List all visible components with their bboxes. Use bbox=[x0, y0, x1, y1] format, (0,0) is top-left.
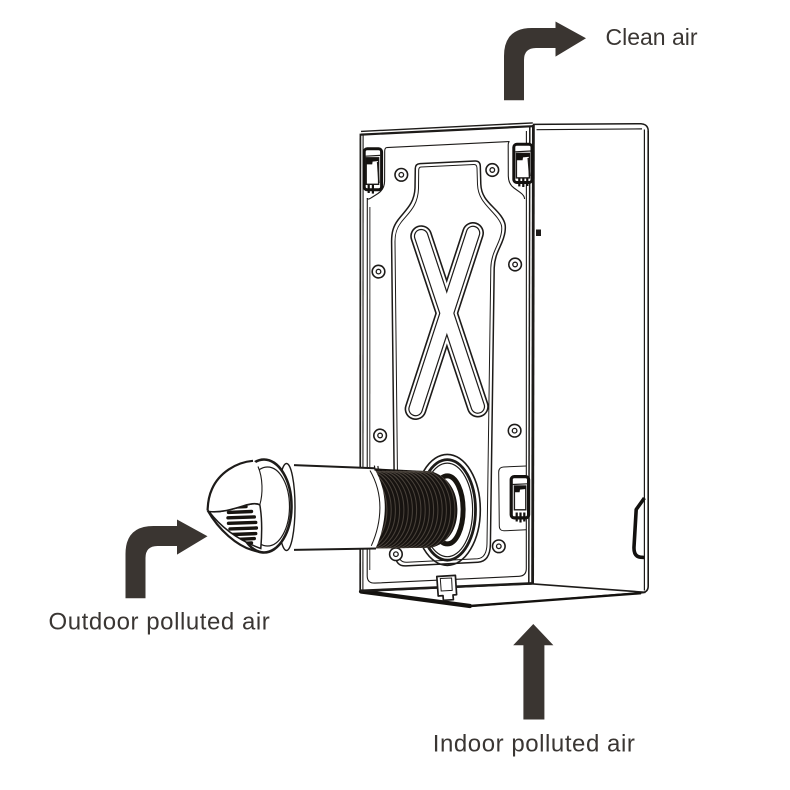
svg-text:Outdoor polluted air: Outdoor polluted air bbox=[49, 609, 271, 636]
svg-text:Clean air: Clean air bbox=[606, 24, 698, 50]
svg-text:Indoor polluted air: Indoor polluted air bbox=[433, 731, 636, 758]
